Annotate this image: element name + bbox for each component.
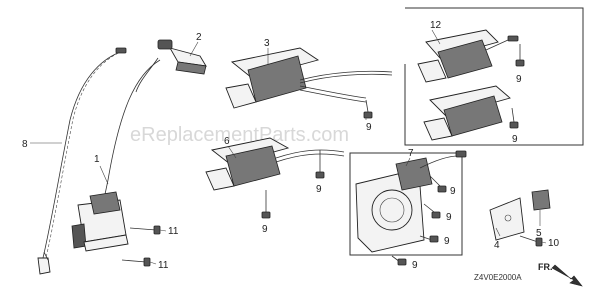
callout-9-f: 9 [450, 186, 456, 197]
callout-12: 12 [430, 20, 442, 31]
callout-8: 8 [22, 139, 28, 150]
callout-leaders [30, 29, 547, 265]
callout-1: 1 [94, 154, 100, 165]
callout-11-b: 11 [158, 260, 169, 271]
front-direction-indicator: FR. [538, 262, 583, 287]
callout-9-c: 9 [262, 224, 268, 235]
callout-2: 2 [196, 32, 202, 43]
part-4-bracket [489, 197, 525, 241]
callout-5: 5 [536, 228, 542, 239]
callout-11-a: 11 [168, 226, 179, 237]
callout-3: 3 [264, 38, 270, 49]
callout-9-b: 9 [316, 184, 322, 195]
callout-9-d: 9 [516, 74, 522, 85]
callout-7: 7 [408, 148, 414, 159]
part-6-exciter-coil [205, 137, 345, 191]
part-8-ground-wire [37, 47, 127, 275]
part-12-charge-coil [417, 29, 519, 83]
callout-9-a: 9 [366, 122, 372, 133]
bolts [121, 44, 543, 267]
part-7-coil-assembly [355, 150, 467, 253]
callout-10: 10 [548, 238, 560, 249]
part-1-ignition-coil [71, 59, 161, 252]
part-5-clip [531, 189, 551, 211]
front-arrow-icon [551, 264, 583, 287]
watermark-text: eReplacementParts.com [130, 124, 349, 146]
part-2-spark-plug-cap [135, 39, 207, 93]
callout-6: 6 [224, 136, 230, 147]
drawing-code: Z4V0E2000A [474, 273, 522, 282]
callout-9-g: 9 [446, 212, 452, 223]
callout-labels: 1 2 3 4 5 6 7 8 9 9 9 9 9 9 9 9 9 10 11 … [22, 20, 560, 271]
callout-9-e: 9 [512, 134, 518, 145]
callout-9-h: 9 [444, 236, 450, 247]
callout-9-i: 9 [412, 260, 418, 271]
callout-4: 4 [494, 240, 500, 251]
part-3-exciter-coil [225, 47, 393, 109]
inset-lower-coil [423, 85, 511, 141]
direction-label: FR. [538, 262, 553, 272]
inset-frame-middle [349, 152, 463, 256]
inset-frame-top-right [404, 7, 584, 146]
